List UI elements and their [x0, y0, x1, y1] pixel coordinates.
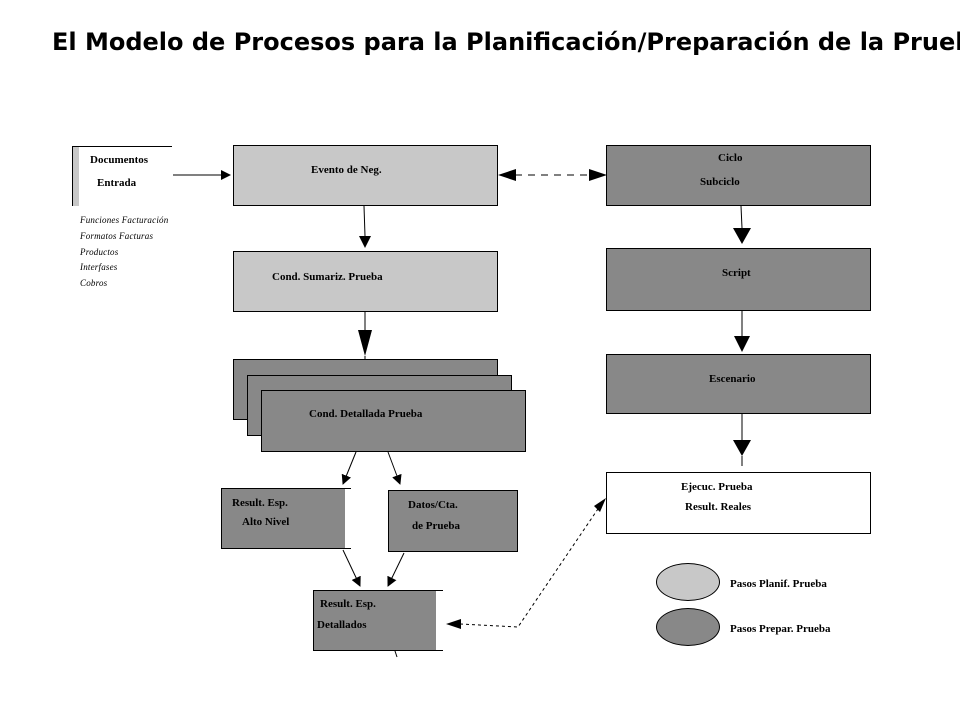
arrow-detallados-ejecuc — [459, 502, 603, 628]
input-item: Cobros — [80, 278, 108, 288]
arrowhead-right — [589, 169, 607, 181]
diagram-title: El Modelo de Procesos para la Planificac… — [52, 28, 960, 56]
arrow-datos-detallados — [387, 552, 405, 587]
result-detallados-line2: Detallados — [317, 619, 367, 631]
arrow-result-alto-detallados — [342, 549, 361, 587]
result-detallados-box — [313, 590, 443, 651]
arrowhead-script-escenario — [734, 336, 750, 352]
script-box — [606, 248, 871, 311]
result-detallados-line1: Result. Esp. — [320, 598, 376, 610]
input-item: Formatos Facturas — [80, 231, 154, 241]
evento-label: Evento de Neg. — [311, 164, 382, 176]
escenario-box — [606, 354, 871, 414]
evento-box — [233, 145, 498, 206]
documentos-line1: Documentos — [90, 154, 149, 166]
legend-label-planif: Pasos Planif. Prueba — [730, 578, 827, 590]
arrowhead-sumariz-detallada — [358, 330, 372, 356]
cond-detallada-box — [261, 390, 526, 452]
cond-sumariz-label: Cond. Sumariz. Prueba — [272, 271, 383, 283]
result-alto-line2: Alto Nivel — [242, 516, 290, 528]
arrowhead-ciclo-script — [733, 228, 751, 244]
datos-cta-box — [388, 490, 518, 552]
legend-swatch-planif — [656, 563, 720, 601]
escenario-label: Escenario — [709, 373, 756, 385]
arrowhead-escenario-ejecuc — [733, 440, 751, 456]
ejecuc-line2: Result. Reales — [685, 501, 751, 513]
legend-swatch-prepar — [656, 608, 720, 646]
script-label: Script — [722, 267, 751, 279]
arrow-detallada-datos — [387, 451, 402, 485]
input-item: Funciones Facturación — [80, 215, 169, 225]
result-alto-box — [221, 488, 351, 549]
ciclo-box — [606, 145, 871, 206]
result-alto-line1: Result. Esp. — [232, 497, 288, 509]
ejecuc-line1: Ejecuc. Prueba — [681, 481, 753, 493]
arrowhead-left — [498, 169, 516, 181]
ciclo-line1: Ciclo — [718, 152, 743, 164]
datos-cta-line2: de Prueba — [412, 520, 460, 532]
documentos-entrada-box — [72, 146, 173, 206]
arrow-detallada-result-alto — [341, 451, 357, 485]
cond-sumariz-box — [233, 251, 498, 312]
input-item: Interfases — [80, 262, 118, 272]
ciclo-line2: Subciclo — [700, 176, 740, 188]
legend-label-prepar: Pasos Prepar. Prueba — [730, 623, 831, 635]
documentos-line2: Entrada — [97, 177, 137, 189]
ejecuc-box — [606, 472, 871, 534]
cond-detallada-label: Cond. Detallada Prueba — [309, 408, 423, 420]
arrowhead-evento-sumariz — [359, 236, 371, 248]
datos-cta-line1: Datos/Cta. — [408, 499, 458, 511]
input-item: Productos — [80, 247, 119, 257]
